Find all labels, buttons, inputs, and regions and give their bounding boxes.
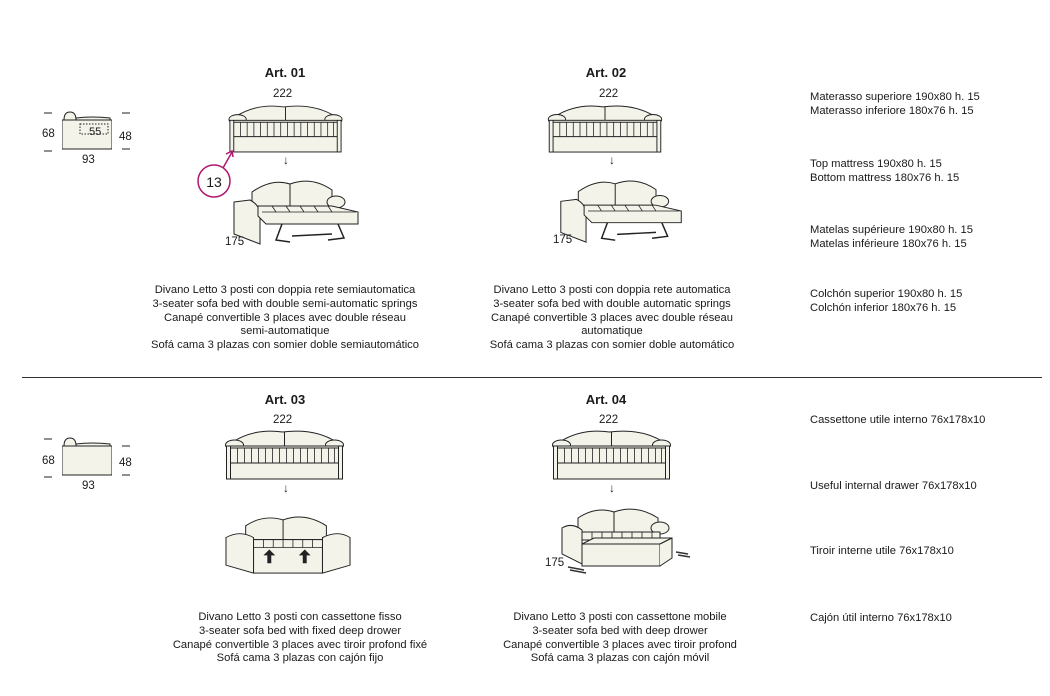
sofa-closed-drawing (216, 428, 353, 480)
open-length-dimension: 175 (553, 234, 573, 246)
description-it: Divano Letto 3 posti con cassettone mobi… (513, 611, 727, 623)
description-en: 3-seater sofa bed with fixed deep drower (198, 624, 402, 637)
description-it: Divano Letto 3 posti con doppia rete aut… (493, 284, 731, 296)
dimension-ticks (44, 112, 130, 152)
spec-it: Cassettone utile interno 76x178x10 (810, 414, 986, 426)
width-dimension: 222 (599, 414, 619, 426)
dimension-ticks (44, 438, 130, 478)
spec-line: Matelas inférieure 180x76 h. 15 (810, 238, 967, 250)
callout-number: 13 (206, 174, 222, 190)
spec-line: Bottom mattress 180x76 h. 15 (810, 172, 960, 184)
description-es: Sofá cama 3 plazas con somier doble auto… (489, 339, 735, 352)
sofa-closed-drawing (228, 103, 343, 153)
spec-en: Top mattress 190x80 h. 15 Bottom mattress… (810, 157, 959, 185)
article-description: Divano Letto 3 posti con doppia rete sem… (120, 284, 450, 353)
sofa-closed-drawing (545, 103, 665, 153)
spec-line: Top mattress 190x80 h. 15 (810, 158, 942, 170)
article-title: Art. 04 (585, 392, 627, 407)
description-en: 3-seater sofa bed with double semi-autom… (152, 297, 418, 310)
article-title: Art. 01 (264, 65, 306, 80)
transform-arrow-icon: ↓ (283, 153, 289, 167)
description-es: Sofá cama 3 plazas con somier doble semi… (150, 339, 419, 352)
transform-arrow-icon: ↓ (609, 153, 615, 167)
description-fr: Canapé convertible 3 places avec tiroir … (172, 638, 428, 651)
spec-fr: Tiroir interne utile 76x178x10 (810, 545, 954, 557)
open-length-dimension: 175 (225, 236, 245, 248)
article-description: Divano Letto 3 posti con cassettone fiss… (135, 611, 465, 666)
side-seat-height: 48 (119, 131, 132, 143)
spec-es: Cajón útil interno 76x178x10 (810, 612, 952, 624)
description-en: 3-seater sofa bed with deep drower (532, 624, 708, 637)
spec-line: Matelas supérieure 190x80 h. 15 (810, 224, 973, 236)
pull-out-arrows-icon (567, 551, 691, 574)
spec-en: Useful internal drawer 76x178x10 (810, 480, 977, 492)
sofa-fixed-drawer-drawing (224, 514, 352, 577)
description-es: Sofá cama 3 plazas con cajón móvil (530, 652, 710, 665)
side-seat-depth: 55 (89, 126, 102, 138)
width-dimension: 222 (599, 88, 619, 100)
sofa-closed-drawing (543, 428, 680, 480)
spec-line: Materasso inferiore 180x76 h. 15 (810, 105, 974, 117)
description-it: Divano Letto 3 posti con doppia rete sem… (154, 284, 416, 296)
side-depth: 93 (82, 480, 95, 492)
description-fr-cont: automatique (581, 325, 643, 338)
side-height: 68 (42, 128, 55, 140)
transform-arrow-icon: ↓ (609, 481, 615, 495)
callout-marker (197, 149, 234, 198)
sofa-bed-open-drawing (558, 178, 686, 246)
sofa-bed-open-drawing (232, 178, 362, 248)
article-description: Divano Letto 3 posti con cassettone mobi… (455, 611, 785, 666)
section-divider (22, 377, 1042, 378)
spec-es: Colchón superior 190x80 h. 15 Colchón inf… (810, 287, 962, 315)
side-height: 68 (42, 455, 55, 467)
description-es: Sofá cama 3 plazas con cajón fijo (216, 652, 384, 665)
transform-arrow-icon: ↓ (283, 481, 289, 495)
article-description: Divano Letto 3 posti con doppia rete aut… (447, 284, 777, 353)
spec-fr: Matelas supérieure 190x80 h. 15 Matelas i… (810, 223, 973, 251)
side-seat-height: 48 (119, 457, 132, 469)
spec-line: Materasso superiore 190x80 h. 15 (810, 91, 980, 103)
width-dimension: 222 (273, 88, 293, 100)
description-fr: Canapé convertible 3 places avec double … (491, 311, 733, 324)
description-en: 3-seater sofa bed with double automatic … (493, 297, 731, 310)
article-title: Art. 02 (585, 65, 627, 80)
open-length-dimension: 175 (545, 557, 565, 569)
spec-line: Colchón superior 190x80 h. 15 (810, 288, 963, 300)
description-it: Divano Letto 3 posti con cassettone fiss… (198, 611, 402, 623)
article-title: Art. 03 (264, 392, 306, 407)
width-dimension: 222 (273, 414, 293, 426)
spec-it: Materasso superiore 190x80 h. 15 Materass… (810, 90, 980, 118)
side-depth: 93 (82, 154, 95, 166)
side-view-drawing (62, 110, 112, 150)
spec-line: Colchón inferior 180x76 h. 15 (810, 302, 957, 314)
description-fr: Canapé convertible 3 places avec double … (164, 311, 406, 324)
description-fr: Canapé convertible 3 places avec tiroir … (503, 638, 737, 651)
description-fr-cont: semi-automatique (240, 325, 330, 338)
